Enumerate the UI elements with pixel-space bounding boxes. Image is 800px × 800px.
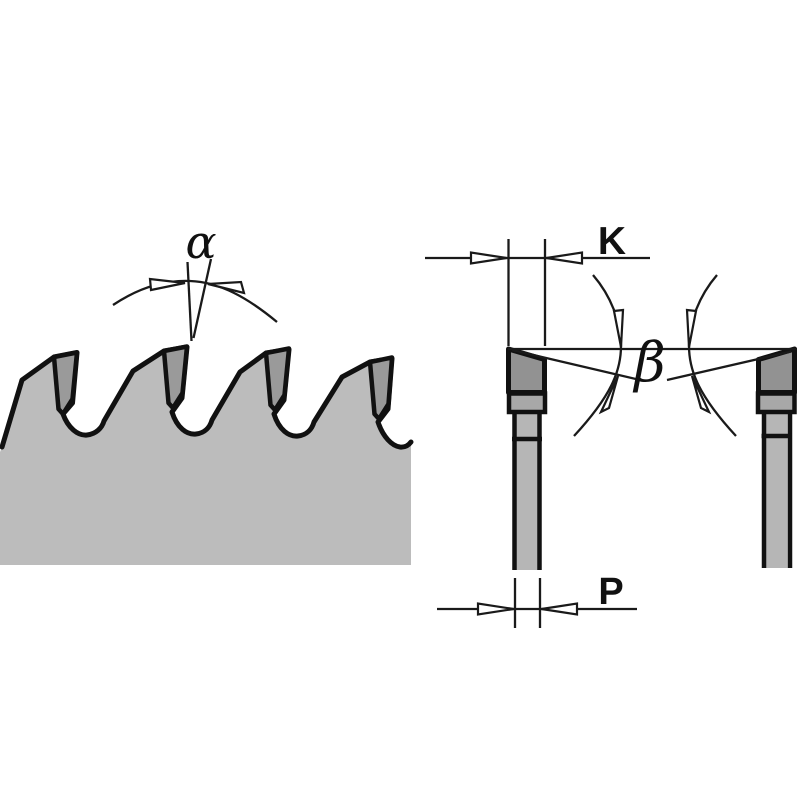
arc-arrowhead-left-upper — [612, 308, 625, 348]
plate-thickness-label: P — [598, 571, 623, 613]
blade-body — [0, 347, 411, 565]
braze-band-left — [506, 391, 548, 415]
plate-right — [766, 400, 788, 568]
kerf-arrow-right — [546, 251, 584, 265]
front-view-teeth: β K P — [425, 220, 797, 628]
arc-arrowhead-right-upper — [685, 308, 698, 348]
bevel-angle-annotation — [508, 274, 797, 437]
plate-arrow-left — [476, 602, 514, 616]
hook-angle-arc — [112, 279, 278, 323]
radial-reference-line — [186, 261, 193, 342]
bevel-angle-arc-right — [687, 274, 737, 437]
plate-right-edges — [761, 402, 793, 568]
plate-dimension — [437, 578, 637, 628]
carbide-tip-2 — [161, 344, 190, 411]
carbide-tip-1 — [51, 350, 80, 417]
hook-angle-annotation — [112, 258, 278, 342]
hook-angle-label: α — [185, 215, 216, 269]
braze-band-right — [755, 391, 797, 415]
arc-arrowhead-left — [148, 277, 186, 292]
arc-arrowhead-left-lower — [598, 375, 620, 415]
carbide-tip-4 — [367, 355, 395, 422]
bevel-extension-right — [666, 350, 792, 382]
carbide-tip-front-left — [506, 346, 547, 395]
arc-arrowhead-right-lower — [690, 375, 712, 415]
plate-arrow-right — [541, 602, 579, 616]
carbide-tip-3 — [263, 346, 292, 413]
side-view-blade: α — [0, 215, 414, 565]
bevel-angle-label: β — [632, 331, 665, 394]
front-tooth-right — [755, 346, 797, 568]
plate-left-edges — [512, 402, 542, 570]
tooth-face-line — [192, 258, 213, 339]
blade-tooth-outline — [0, 344, 414, 450]
kerf-arrow-left — [469, 251, 507, 265]
front-tooth-left — [506, 346, 548, 570]
kerf-dimension — [425, 239, 650, 346]
plate-left — [516, 400, 538, 570]
kerf-width-label: K — [598, 220, 626, 263]
arc-arrowhead-right — [207, 280, 246, 295]
bevel-angle-arc-left — [573, 274, 623, 437]
